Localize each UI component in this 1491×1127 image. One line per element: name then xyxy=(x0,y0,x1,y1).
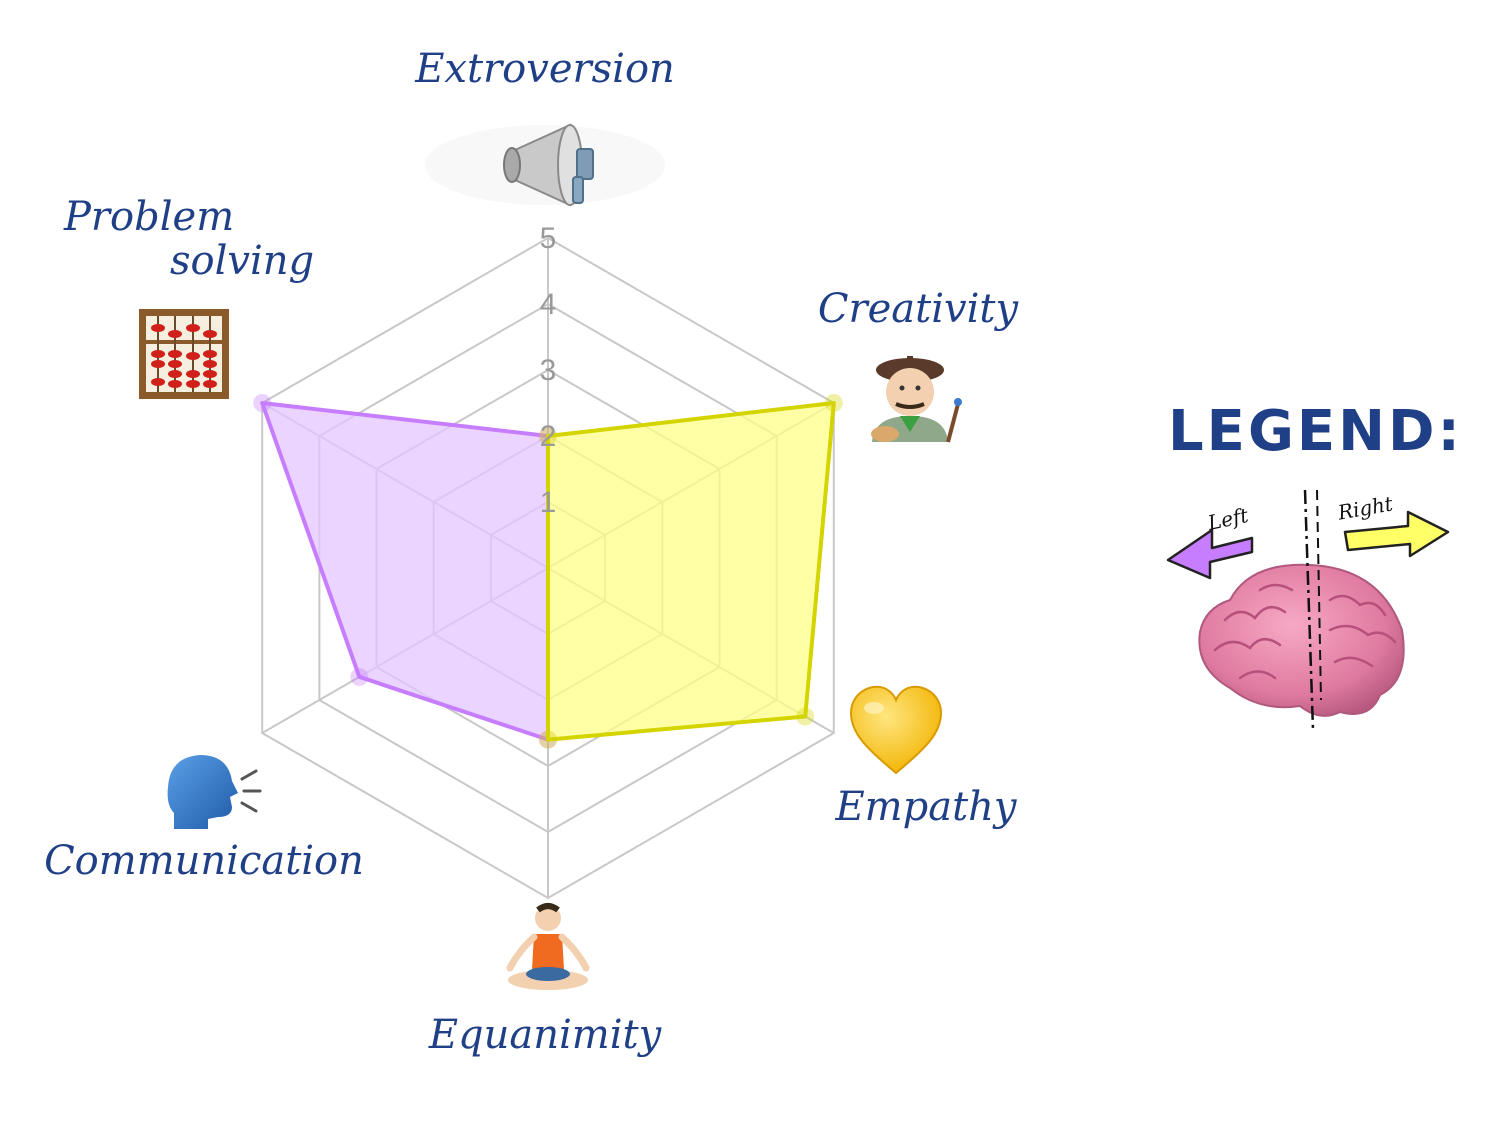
series-point-right-1 xyxy=(824,394,843,412)
axis-label-creativity: Creativity xyxy=(818,286,1020,332)
axis-label-problem-solving-line1: Problem xyxy=(63,194,234,240)
tick-label-5: 5 xyxy=(540,222,557,255)
tick-label-2: 2 xyxy=(540,420,557,453)
series-point-left-4 xyxy=(350,667,369,686)
axis-label-communication: Communication xyxy=(44,838,364,884)
radar-series xyxy=(253,394,843,749)
axis-label-extroversion: Extroversion xyxy=(414,46,675,92)
series-point-left-5 xyxy=(253,394,272,412)
axis-label-empathy: Empathy xyxy=(834,784,1017,830)
yellow-heart-icon xyxy=(849,685,943,775)
artist-icon xyxy=(871,356,962,443)
brain-icon xyxy=(1198,489,1405,731)
axis-label-problem-solving-line2: solving xyxy=(170,238,314,284)
axis-label-equanimity: Equanimity xyxy=(428,1012,663,1058)
legend: LEGEND: Left Right xyxy=(1166,399,1463,731)
tick-label-1: 1 xyxy=(540,486,557,519)
series-point-right-0 xyxy=(539,427,557,445)
series-point-right-2 xyxy=(796,707,815,726)
tick-label-3: 3 xyxy=(540,354,557,387)
legend-title: LEGEND: xyxy=(1168,399,1463,464)
series-area-left xyxy=(260,401,550,742)
legend-left-arrow-icon xyxy=(1166,528,1254,580)
legend-left-label: Left xyxy=(1205,503,1252,535)
abacus-icon xyxy=(139,309,229,399)
series-area-right xyxy=(546,401,836,742)
speaking-head-icon xyxy=(167,755,262,829)
radial-ticks: 1 2 3 4 5 xyxy=(540,222,557,519)
tick-label-4: 4 xyxy=(540,288,557,321)
axis-label-problem-solving: Problem solving xyxy=(63,194,314,284)
megaphone-icon xyxy=(425,123,665,207)
legend-right-arrow-icon xyxy=(1343,510,1450,558)
legend-right-label: Right xyxy=(1335,491,1395,525)
series-point-right-3 xyxy=(539,730,557,749)
meditation-icon xyxy=(506,903,590,990)
